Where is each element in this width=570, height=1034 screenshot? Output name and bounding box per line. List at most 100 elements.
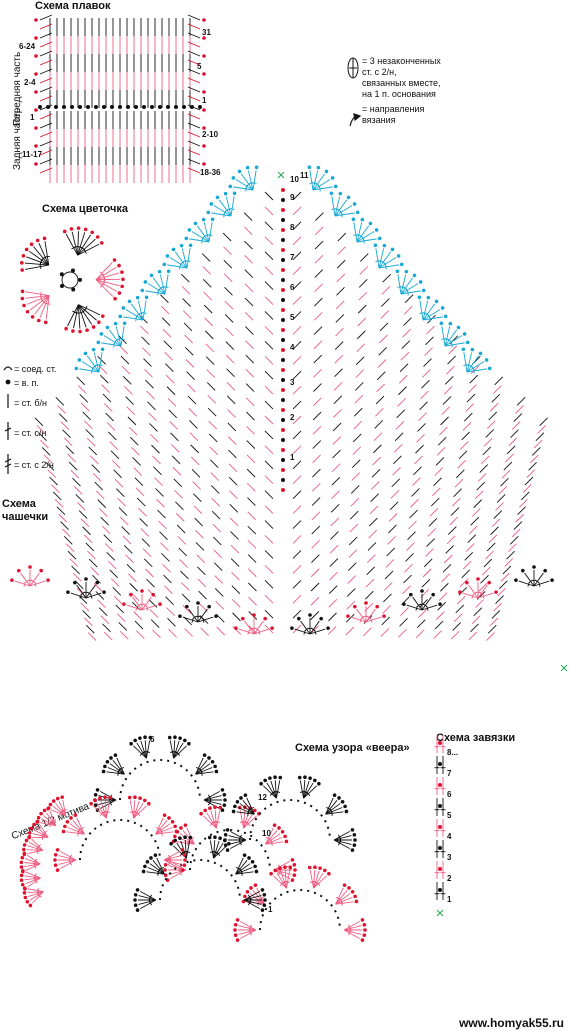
flower-chart	[20, 226, 125, 334]
stitch	[275, 780, 281, 799]
chain-dot	[239, 796, 243, 800]
fan-chart	[19, 735, 367, 942]
stitch	[491, 518, 501, 527]
stitch	[213, 840, 216, 859]
chain-dot	[99, 241, 104, 245]
stitch	[375, 407, 384, 417]
stitch	[292, 206, 302, 216]
stitch	[213, 840, 220, 859]
chain-dot	[53, 853, 58, 857]
chain-dot	[281, 198, 285, 202]
chain-dot	[34, 18, 38, 22]
stitch	[134, 477, 144, 487]
chain-dot	[210, 217, 215, 222]
stitch	[163, 859, 182, 865]
stitch	[93, 583, 103, 592]
stitch	[180, 582, 190, 591]
stitch	[179, 559, 188, 568]
stitch	[193, 505, 203, 515]
stitch	[315, 212, 324, 221]
stitch-bar	[451, 342, 453, 348]
cup-row-number: 7	[290, 253, 295, 262]
stitch	[356, 231, 375, 243]
stitch	[386, 547, 396, 557]
chain-dot	[193, 221, 198, 226]
stitch	[378, 257, 397, 269]
stitch	[311, 525, 321, 535]
stitch	[112, 459, 121, 469]
stitch	[246, 797, 255, 815]
chain-dot	[281, 398, 285, 402]
tie-title: Схема завязки	[436, 732, 516, 744]
chain-dot	[21, 869, 25, 874]
cup-row-number: 6	[290, 283, 295, 292]
stitch	[502, 565, 512, 575]
chain-dot	[121, 277, 125, 282]
chain-dot	[227, 841, 231, 846]
chain-dot	[252, 613, 256, 617]
stitch	[336, 287, 345, 296]
stitch	[292, 221, 302, 231]
stitch-bar	[201, 770, 203, 776]
stitch	[95, 279, 120, 287]
stitch	[72, 477, 81, 487]
chain-dot	[76, 226, 81, 230]
cup-title: Схема чашечки	[2, 498, 49, 523]
stitch	[59, 850, 77, 861]
stitch	[84, 617, 93, 627]
stitch	[433, 477, 442, 487]
stitch-bar	[33, 858, 38, 864]
stitch	[264, 206, 274, 216]
stitch	[313, 354, 323, 364]
chain-dot	[122, 321, 127, 326]
stitch	[205, 356, 215, 365]
stitch	[276, 872, 287, 889]
stitch	[461, 569, 471, 579]
stitch	[508, 437, 518, 447]
stitch	[428, 517, 438, 527]
stitch	[167, 397, 177, 407]
stitch	[132, 596, 143, 611]
stitch	[230, 558, 240, 567]
stitch	[102, 393, 112, 403]
stitch	[187, 50, 201, 57]
chain-dot	[420, 589, 424, 593]
stitch	[330, 517, 340, 527]
chain-dot	[158, 105, 162, 109]
stitch	[533, 580, 550, 587]
stitch	[213, 205, 232, 217]
stitch	[27, 891, 44, 894]
stitch	[91, 464, 101, 473]
stitch	[148, 412, 157, 421]
stitch	[214, 575, 224, 584]
stitch	[382, 273, 391, 283]
chain-dot	[478, 351, 483, 356]
stitch	[312, 411, 322, 421]
stitch	[222, 232, 232, 242]
chain-dot	[22, 843, 27, 847]
stitch	[265, 829, 278, 845]
stitch	[39, 41, 53, 48]
stitch	[210, 485, 220, 494]
stitch	[264, 475, 274, 485]
stitch	[311, 497, 321, 506]
chain-dot	[188, 243, 193, 248]
chain-dot	[281, 348, 285, 352]
stitch	[436, 446, 446, 456]
stitch	[452, 497, 461, 507]
cup-row-number: 8	[290, 223, 295, 232]
stitch	[45, 812, 57, 826]
stitch	[141, 538, 151, 547]
stitch	[393, 443, 403, 453]
stitch	[187, 158, 201, 165]
stitch	[280, 870, 287, 889]
watermark: www.homyak55.ru	[459, 1016, 564, 1030]
stitch	[343, 929, 361, 940]
stitch	[312, 468, 321, 478]
stitch	[530, 454, 539, 464]
stitch	[435, 457, 445, 466]
stitch	[345, 626, 355, 636]
stitch	[39, 32, 53, 39]
chain-dot	[550, 578, 554, 582]
stitch	[264, 565, 274, 574]
